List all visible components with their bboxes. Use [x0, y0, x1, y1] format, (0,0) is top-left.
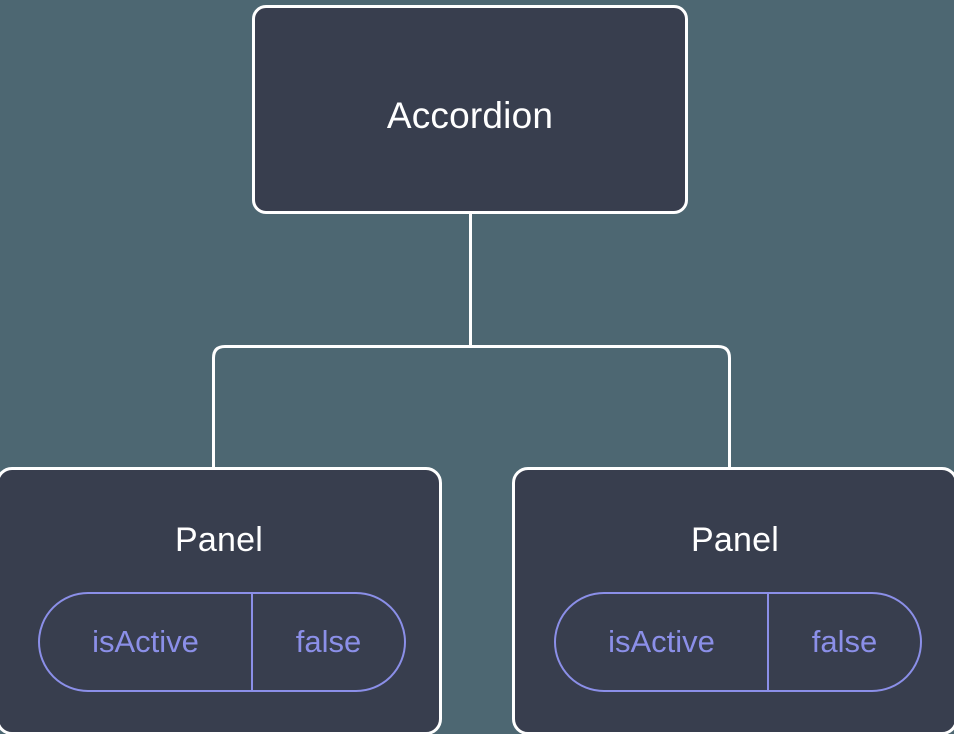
node-accordion[interactable]: Accordion [252, 5, 688, 214]
connector-branch-right [470, 345, 731, 470]
prop-key-1: isActive [40, 594, 253, 690]
prop-value-2: false [811, 624, 878, 659]
node-panel-2-label: Panel [691, 521, 779, 559]
prop-key-2: isActive [556, 594, 769, 690]
prop-value-1: false [295, 624, 362, 659]
prop-pill-isactive-1[interactable]: isActive false [38, 592, 406, 692]
node-panel-1-label: Panel [175, 521, 263, 559]
prop-pill-isactive-2[interactable]: isActive false [554, 592, 922, 692]
connector-branch-left [212, 345, 471, 470]
node-panel-2[interactable]: Panel isActive false [512, 467, 954, 734]
node-accordion-label: Accordion [386, 95, 554, 136]
node-panel-1[interactable]: Panel isActive false [0, 467, 442, 734]
